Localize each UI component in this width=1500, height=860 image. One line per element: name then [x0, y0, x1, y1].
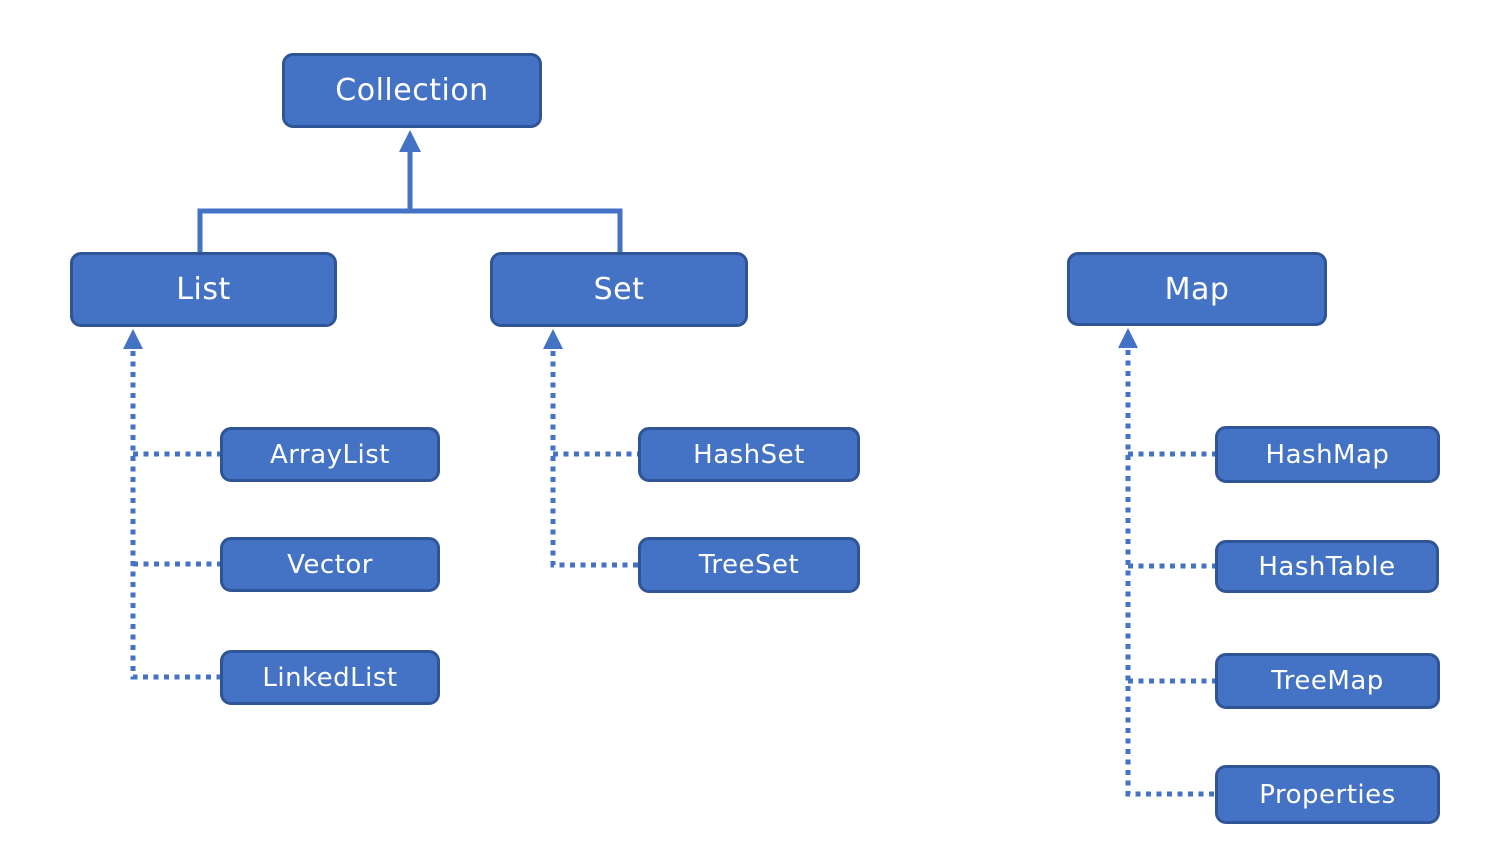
node-treemap-label: TreeMap: [1271, 666, 1384, 696]
node-linkedlist-label: LinkedList: [262, 662, 398, 693]
node-collection: Collection: [282, 53, 542, 128]
dotted-line-map-properties: [1125, 350, 1215, 797]
arrowhead-to-list: [123, 329, 143, 349]
node-map-label: Map: [1164, 271, 1230, 307]
node-linkedlist: LinkedList: [220, 650, 440, 705]
node-treeset-label: TreeSet: [698, 550, 800, 580]
arrowhead-to-map: [1118, 328, 1138, 348]
node-list: List: [70, 252, 337, 327]
node-list-label: List: [176, 272, 231, 307]
node-arraylist-label: ArrayList: [270, 439, 390, 470]
dotted-line-set-treeset: [550, 351, 638, 568]
node-properties: Properties: [1215, 765, 1440, 824]
node-arraylist: ArrayList: [220, 427, 440, 482]
node-set-label: Set: [593, 272, 645, 307]
node-vector-label: Vector: [287, 549, 373, 580]
node-hashtable-label: HashTable: [1258, 551, 1396, 582]
node-treeset: TreeSet: [638, 537, 860, 593]
node-hashset-label: HashSet: [693, 439, 805, 470]
arrowhead-to-collection: [399, 130, 421, 152]
arrowhead-to-set: [543, 329, 563, 349]
node-treemap: TreeMap: [1215, 653, 1440, 709]
node-hashmap-label: HashMap: [1265, 439, 1390, 470]
dotted-line-list-linkedlist: [130, 351, 220, 680]
node-properties-label: Properties: [1259, 779, 1396, 810]
node-hashset: HashSet: [638, 427, 860, 482]
node-vector: Vector: [220, 537, 440, 592]
node-set: Set: [490, 252, 748, 327]
node-collection-label: Collection: [335, 73, 489, 108]
node-hashtable: HashTable: [1215, 540, 1439, 593]
solid-branch-connector: [197, 208, 623, 252]
node-hashmap: HashMap: [1215, 426, 1440, 483]
node-map: Map: [1067, 252, 1327, 326]
